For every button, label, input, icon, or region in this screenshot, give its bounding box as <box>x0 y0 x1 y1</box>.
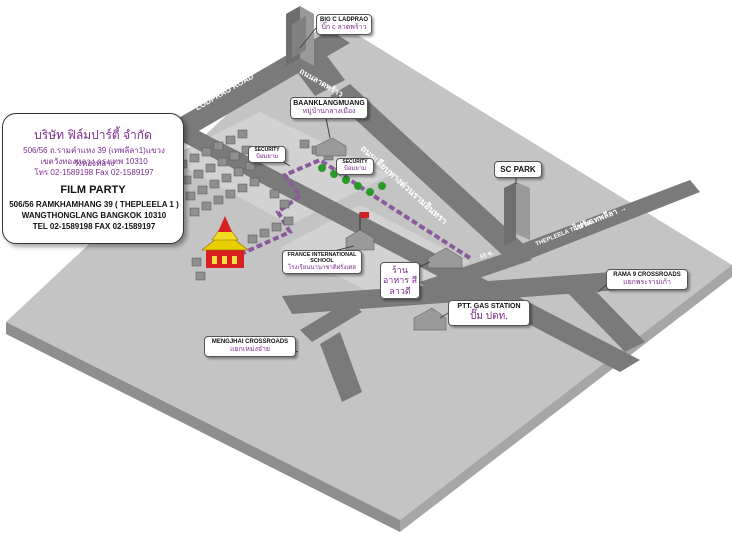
label-sc-park-en: SC PARK <box>500 165 536 174</box>
office-tower-icon <box>286 6 314 66</box>
label-rama9: RAMA 9 CROSSROADS แยกพระรามเก้า <box>606 269 688 290</box>
company-phone-en: TEL 02-1589198 FAX 02-1589197 <box>32 222 156 231</box>
label-baanklangmuang-th: หมู่บ้านกลางเมือง <box>302 108 356 116</box>
road-theplee <box>500 180 700 266</box>
company-address-th-1: 506/56 ถ.รามคำแหง 39 (เทพลีลา1)แขวงวังทอ… <box>23 146 165 168</box>
label-restaurant-th: ร้านอาหาร สีลาวดี <box>382 265 418 296</box>
road-mengjhai-south <box>320 332 362 402</box>
block-school <box>280 205 470 302</box>
label-mengjhai-th: แยกเหม่งจ๋าย <box>229 345 271 353</box>
label-france-school-th: โรงเรียนนานาชาติฝรั่งเศส <box>288 264 356 271</box>
company-name-en: FILM PARTY <box>60 184 126 196</box>
map-ground-left-edge <box>6 322 400 532</box>
label-rama9-en: RAMA 9 CROSSROADS <box>613 272 681 278</box>
gas-station-icon <box>413 307 447 331</box>
company-address-en-2: WANGTHONGLANG BANGKOK 10310 <box>21 211 167 220</box>
label-baanklangmuang-en: BAANKLANGMUANG <box>293 100 365 107</box>
label-france-school: FRANCE INTERNATIONAL SCHOOL โรงเรียนนานา… <box>282 250 362 274</box>
label-security-1-en: SECURITY <box>254 147 280 153</box>
road-mengjhai <box>300 300 362 342</box>
label-big-c-en: BIG C LADPRAO <box>320 17 368 23</box>
map-ground-right-edge <box>400 265 732 532</box>
company-address-th-2: เขตวังทองหลาง กรุงเทพ 10310 <box>40 157 148 166</box>
office-tower-icon <box>504 182 530 246</box>
company-info-panel: บริษัท ฟิล์มปาร์ตี้ จำกัด 506/56 ถ.รามคำ… <box>2 113 184 244</box>
company-name-th: บริษัท ฟิล์มปาร์ตี้ จำกัด <box>34 128 152 142</box>
label-rama9-th: แยกพระรามเก้า <box>623 278 671 286</box>
label-security-1-th: ป้อมยาม <box>255 153 279 160</box>
label-mengjhai-en: MENGJHAI CROSSROADS <box>211 339 289 345</box>
label-sc-park: SC PARK <box>494 161 542 179</box>
road-expressway-side <box>330 84 530 262</box>
village-gate-icon <box>315 137 347 157</box>
block-village <box>168 112 390 225</box>
label-security-1: SECURITY ป้อมยาม <box>248 146 286 163</box>
label-baanklangmuang: BAANKLANGMUANG หมู่บ้านกลางเมือง <box>290 97 368 120</box>
label-security-2-en: SECURITY <box>342 159 368 165</box>
label-france-school-en: FRANCE INTERNATIONAL SCHOOL <box>287 252 357 265</box>
restaurant-building-icon <box>427 247 463 269</box>
label-big-c-th: บิ๊ก c ลาดพร้าว <box>321 23 367 31</box>
road-south <box>282 272 620 314</box>
temple-building-icon <box>201 216 249 268</box>
label-ptt: PTT. GAS STATION ปั๊ม ปตท. <box>448 300 530 326</box>
label-security-2-th: ป้อมยาม <box>343 165 367 172</box>
road-rama9-link <box>420 248 532 294</box>
label-big-c: BIG C LADPRAO บิ๊ก c ลาดพร้าว <box>316 14 372 35</box>
label-security-2: SECURITY ป้อมยาม <box>336 158 374 175</box>
label-ptt-en: PTT. GAS STATION <box>457 303 521 310</box>
company-address-en-1: 506/56 RAMKHAMHANG 39 ( THEPLEELA 1 ) <box>9 200 179 209</box>
company-phone-th: โทร 02-1589198 Fax 02-1589197 <box>34 168 154 177</box>
label-ptt-th: ปั๊ม ปตท. <box>470 311 508 323</box>
label-restaurant: ร้านอาหาร สีลาวดี <box>380 262 420 300</box>
label-mengjhai: MENGJHAI CROSSROADS แยกเหม่งจ๋าย <box>204 336 296 357</box>
road-rama9-east <box>565 280 645 352</box>
